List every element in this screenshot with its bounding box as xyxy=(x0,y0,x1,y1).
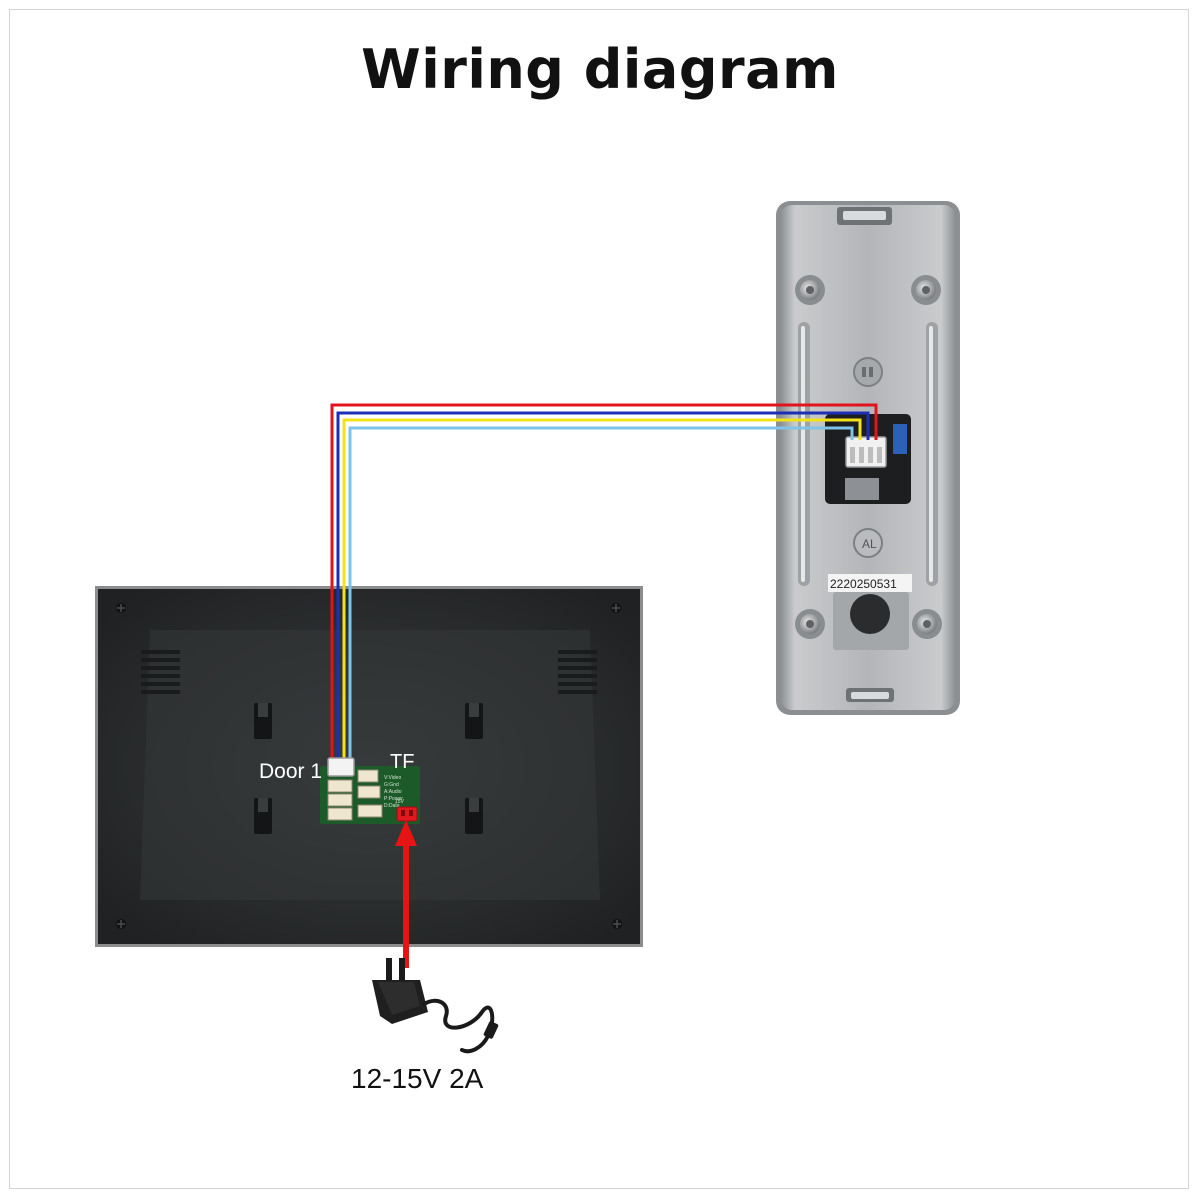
power-spec-label: 12-15V 2A xyxy=(351,1063,484,1094)
wire-lightblue xyxy=(348,426,854,759)
mount-slot-icon xyxy=(465,798,483,834)
page-title: Wiring diagram xyxy=(361,38,839,101)
speaker-grille-left xyxy=(141,650,180,694)
screw-icon xyxy=(612,919,622,929)
pcb-component-metal xyxy=(845,478,879,500)
mount-slot-icon xyxy=(465,703,483,739)
bottom-clip-slot xyxy=(851,692,889,699)
pcb-legend-line: V:Video xyxy=(384,775,401,781)
speaker-grille-right xyxy=(558,650,597,694)
power-arrow-icon xyxy=(395,820,417,968)
pcb-component-blue xyxy=(893,424,907,454)
tf-label: TF xyxy=(390,751,414,773)
right-rail-highlight xyxy=(929,326,933,582)
power-jack xyxy=(396,806,418,822)
pcb-legend-line: 15V xyxy=(395,799,405,805)
screw-icon xyxy=(116,603,126,613)
mount-slot-icon xyxy=(254,798,272,834)
sensor-icon: AL xyxy=(853,528,883,558)
pcb-legend-line: G:Gnd xyxy=(384,782,399,788)
screw-icon xyxy=(116,919,126,929)
door-port-label: Door 1 xyxy=(259,760,322,783)
screw-icon xyxy=(911,275,941,305)
power-arrow-head xyxy=(395,820,417,846)
wire-yellow xyxy=(342,418,862,759)
left-rail-highlight xyxy=(801,326,805,582)
power-arrow-shaft xyxy=(403,838,409,968)
screw-icon xyxy=(912,609,942,639)
screw-icon xyxy=(795,609,825,639)
wire-bundle xyxy=(330,403,878,759)
cable-hole xyxy=(850,594,890,634)
panel-connector xyxy=(845,436,887,468)
power-adapter-icon xyxy=(372,958,499,1054)
serial-sticker xyxy=(828,574,912,592)
outdoor-unit: AL 2220250531 xyxy=(776,201,960,715)
pcb-legend-line: A:Audio xyxy=(384,789,402,795)
buzzer-icon xyxy=(853,357,883,387)
wire-red xyxy=(330,403,878,759)
sensor-mark: AL xyxy=(862,537,877,551)
screw-icon xyxy=(611,603,621,613)
screw-icon xyxy=(795,275,825,305)
monitor-inner-panel xyxy=(140,630,600,900)
top-clip-slot xyxy=(843,211,886,220)
mount-slot-icon xyxy=(254,703,272,739)
door-plug xyxy=(327,757,355,777)
pcb-legend-line: P:Power xyxy=(384,796,403,802)
wire-blue xyxy=(336,411,870,759)
serial-number: 2220250531 xyxy=(830,577,897,591)
indoor-monitor: V:Video G:Gnd A:Audio P:Power D:Data 15V… xyxy=(95,586,643,947)
pcb-legend-line: D:Data xyxy=(384,803,400,809)
pcb-legend: V:Video G:Gnd A:Audio P:Power D:Data 15V xyxy=(384,775,405,809)
